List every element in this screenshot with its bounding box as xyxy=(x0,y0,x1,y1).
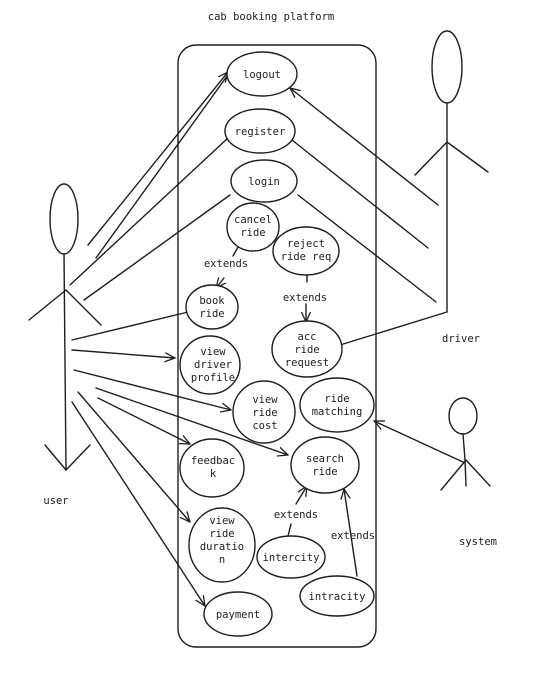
use-case-label: login xyxy=(248,176,280,188)
assoc-user-payment xyxy=(71,401,206,607)
use-case-label: matching xyxy=(312,406,363,418)
assoc-driver-register xyxy=(291,139,429,249)
use-case-label: feedbac xyxy=(191,455,235,467)
user-legs xyxy=(44,444,91,471)
use-case-label: ride xyxy=(240,227,265,239)
use-case-book-ride: book ride xyxy=(185,284,239,330)
use-case-label: ride req xyxy=(281,251,332,263)
use-case-label: intercity xyxy=(263,552,320,564)
use-case-label: ride xyxy=(312,466,337,478)
actor-label-driver: driver xyxy=(442,333,480,345)
diagram-title: cab booking platform xyxy=(208,11,334,23)
use-case-label: view xyxy=(252,394,278,406)
use-case-logout: logout xyxy=(226,51,298,97)
driver-associations xyxy=(289,87,448,346)
extends-label-3: extends xyxy=(274,509,318,521)
extends-label-2: extends xyxy=(283,292,327,304)
use-case-label: cost xyxy=(252,420,277,432)
use-case-payment: payment xyxy=(203,591,273,637)
extend-relations xyxy=(215,237,358,577)
user-body xyxy=(63,253,67,471)
user-head xyxy=(49,183,79,255)
extends-label-1: extends xyxy=(204,258,248,270)
assoc-user-login xyxy=(83,194,231,301)
assoc-user-logout xyxy=(87,71,229,246)
use-case-label: duratio xyxy=(200,541,244,553)
assoc-user-view-ride-cost xyxy=(73,369,232,410)
use-case-label: profile xyxy=(191,372,235,384)
assoc-driver-login xyxy=(297,194,437,303)
extends-label-4: extends xyxy=(331,530,375,542)
use-case-view-driver-profile: view driver profile xyxy=(179,335,241,395)
extend-intracity-search xyxy=(344,488,358,577)
use-case-label: ride xyxy=(209,528,234,540)
use-case-register: register xyxy=(224,108,296,154)
use-case-label: search xyxy=(306,453,344,465)
use-case-label: logout xyxy=(243,69,281,81)
use-case-label: driver xyxy=(194,359,232,371)
use-case-label: book xyxy=(199,295,225,307)
use-case-reject-ride-req: reject ride req xyxy=(272,226,340,276)
assoc-user-view-driver-profile xyxy=(71,349,176,358)
assoc-user-book-ride xyxy=(71,311,189,341)
user-arms xyxy=(28,289,102,326)
actor-label-system: system xyxy=(459,536,497,548)
use-case-label: n xyxy=(219,554,225,566)
assoc-user-logout-2 xyxy=(95,71,231,259)
assoc-user-register xyxy=(69,137,229,286)
extend-intercity-top xyxy=(287,523,292,537)
use-case-login: login xyxy=(230,159,298,203)
system-boundary xyxy=(177,44,377,648)
assoc-driver-acc-ride-request xyxy=(339,311,448,346)
assoc-driver-logout xyxy=(289,87,439,206)
use-case-view-ride-duration: view ride duratio n xyxy=(188,507,256,583)
use-case-label: view xyxy=(200,346,226,358)
driver-head xyxy=(431,30,463,104)
user-associations xyxy=(69,71,289,607)
use-case-intercity: intercity xyxy=(256,535,326,579)
assoc-user-search-ride xyxy=(95,387,289,455)
actor-label-user: user xyxy=(43,495,68,507)
use-case-acc-ride-request: acc ride request xyxy=(271,320,343,378)
use-case-label: register xyxy=(235,126,286,138)
use-case-label: ride xyxy=(294,344,319,356)
system-head xyxy=(448,397,478,435)
actor-user xyxy=(28,183,102,471)
use-case-label: k xyxy=(210,468,217,480)
use-case-label: ride xyxy=(252,407,277,419)
system-legs xyxy=(440,459,491,491)
use-case-label: cancel xyxy=(234,214,272,226)
use-case-search-ride: search ride xyxy=(290,436,360,494)
use-case-cancel-ride: cancel ride xyxy=(226,202,280,252)
use-case-label: acc xyxy=(298,331,317,343)
actor-system xyxy=(440,397,491,491)
driver-arms xyxy=(414,141,489,176)
system-body xyxy=(462,433,467,487)
use-case-ride-matching: ride matching xyxy=(299,377,375,433)
use-case-label: intracity xyxy=(309,591,366,603)
use-case-label: reject xyxy=(287,238,325,250)
use-case-label: view xyxy=(209,515,235,527)
use-case-label: request xyxy=(285,357,329,369)
use-case-label: ride xyxy=(199,308,224,320)
use-case-label: ride xyxy=(324,393,349,405)
use-case-intracity: intracity xyxy=(299,575,375,617)
assoc-system-ride-matching xyxy=(373,420,464,463)
actor-driver xyxy=(414,30,489,313)
assoc-user-feedback xyxy=(97,397,191,445)
use-case-view-ride-cost: view ride cost xyxy=(232,380,296,444)
use-case-feedback: feedbac k xyxy=(179,438,245,498)
use-case-label: payment xyxy=(216,609,260,621)
assoc-user-view-ride-duration xyxy=(77,391,191,523)
extend-intercity-search xyxy=(295,485,308,505)
